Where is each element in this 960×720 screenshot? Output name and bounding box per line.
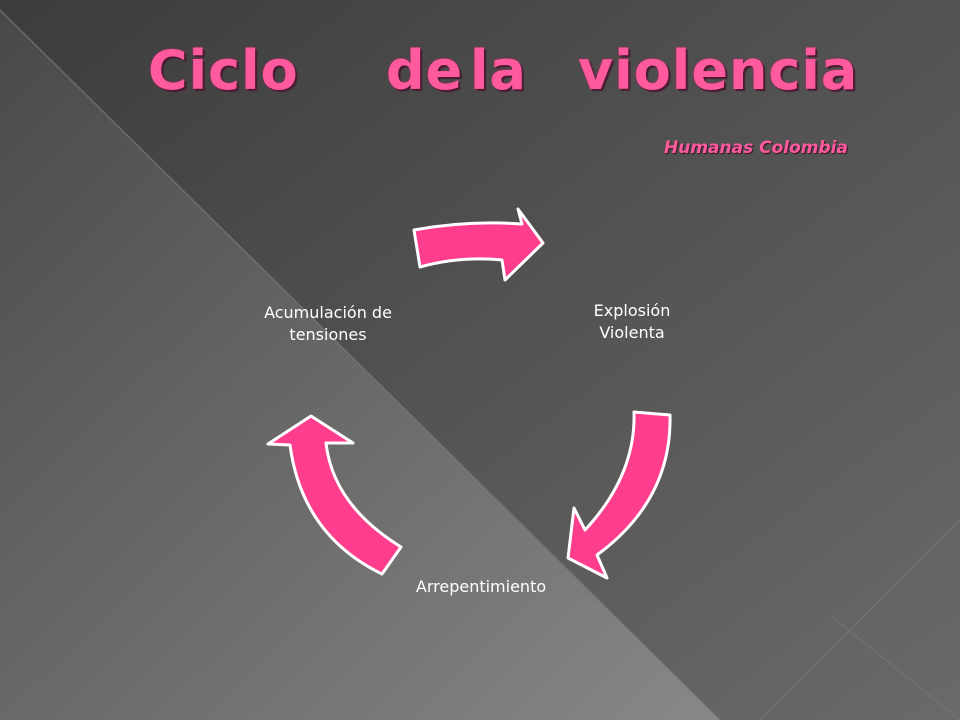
title-word-de: de [386,39,464,102]
title-word-violencia: violencia [578,39,859,102]
background-corner-line-a [759,519,960,720]
node-explosion-line-1: Explosión [593,301,671,320]
cycle-arrow-left [266,414,403,576]
cycle-arrow-top [412,207,545,282]
cycle-arrow-right [566,410,672,580]
background-diagonal-line [0,9,721,720]
background-corner-line-b [829,614,960,720]
node-arrepentimiento: Arrepentimiento [386,576,576,598]
node-acumulacion-line-1: Acumulación de [264,303,392,322]
node-explosion-violenta: Explosión Violenta [572,300,692,344]
title-word-la: la [470,39,527,102]
node-acumulacion-line-2: tensiones [289,325,367,344]
subtitle-source: Humanas Colombia [664,138,848,158]
node-acumulacion-tensiones: Acumulación de tensiones [228,302,428,346]
node-arrepentimiento-line-1: Arrepentimiento [415,577,547,596]
node-explosion-line-2: Violenta [599,323,665,342]
title-word-ciclo: Ciclo [148,39,299,102]
